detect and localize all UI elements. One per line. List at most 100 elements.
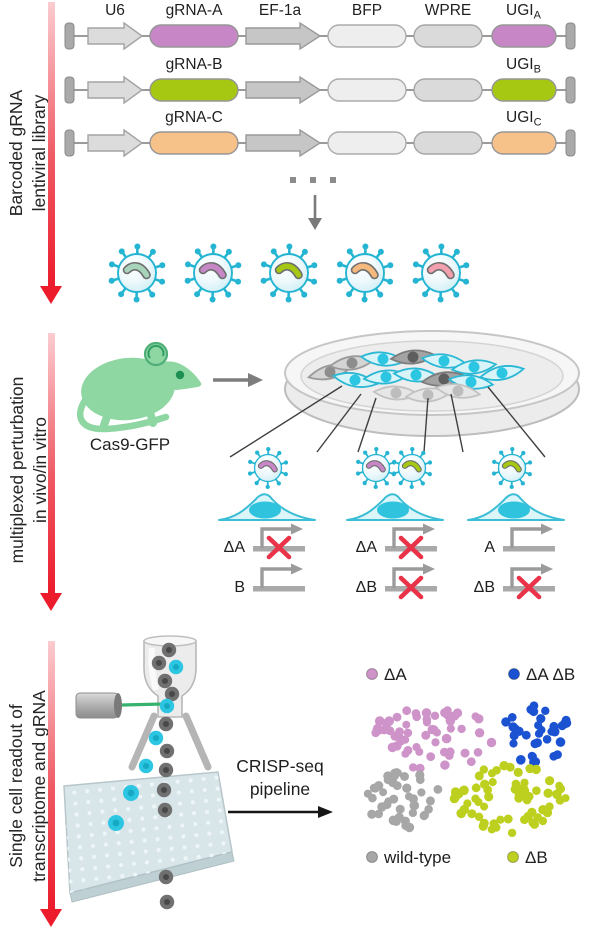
grna-label: gRNA-B <box>166 56 223 73</box>
ugi-label: UGIB <box>506 56 541 76</box>
cluster-dot <box>509 730 519 741</box>
promoter-bent-arrow <box>510 567 542 588</box>
virus-particle <box>184 243 242 303</box>
cluster-dot <box>463 799 472 808</box>
pipeline-label-line1: CRISP-seq <box>236 756 324 776</box>
virus-spike-tip <box>277 450 282 456</box>
virus-particle <box>412 243 470 303</box>
virus-spike-tip <box>509 484 514 489</box>
virus-spike-tip <box>363 450 368 455</box>
cluster-dot <box>408 763 418 772</box>
sorted-cells <box>108 642 184 910</box>
zoom-line <box>316 393 362 453</box>
cluster-dot <box>430 711 440 720</box>
gene-locus: ΔB <box>356 563 437 600</box>
sorted-cell-gray <box>158 762 174 778</box>
virus-spike-tip <box>260 261 267 268</box>
wpre-label: WPRE <box>425 2 472 19</box>
virus-spike-tip <box>510 447 515 452</box>
virus-spike-tip <box>385 450 390 456</box>
legend-label: ΔB <box>525 848 548 867</box>
grna-capsule <box>149 131 239 155</box>
construct-row: gRNA-B UGIB <box>64 56 576 105</box>
ugi-label-main: UGI <box>506 109 534 126</box>
cluster-dot <box>536 714 546 724</box>
cell-inner <box>163 747 171 755</box>
virus-capsid <box>117 253 157 293</box>
perturbed-cell-column: AΔB <box>467 447 565 600</box>
sorter-leg-left <box>128 712 158 771</box>
cluster-dot <box>473 748 483 757</box>
cluster-dot <box>402 706 412 716</box>
virus-capsid <box>193 253 233 293</box>
mouse-ear-inner <box>147 345 165 359</box>
virus-spike-tip <box>149 248 156 255</box>
sorted-cell-gray <box>161 642 177 658</box>
cluster-dot <box>411 709 421 718</box>
dish-cell-nucleus <box>390 387 402 399</box>
virus-spike-tip <box>225 248 232 255</box>
dish-cell-nucleus <box>380 371 392 383</box>
virus-spike-tip <box>134 243 141 250</box>
gene-locus: B <box>234 563 305 596</box>
cluster-dot <box>479 765 488 774</box>
cluster-dot <box>509 739 518 748</box>
gene-label: ΔA <box>356 539 378 556</box>
cluster-dot <box>367 809 377 819</box>
cluster-dot <box>402 783 412 793</box>
cluster-dot <box>538 816 548 826</box>
cluster-dot <box>395 727 404 736</box>
ef1a-promoter-arrow <box>245 128 322 158</box>
ugi-label-main: UGI <box>506 2 534 19</box>
virus-spike-tip <box>521 450 526 456</box>
cluster-dot <box>514 793 524 803</box>
cluster-dot <box>363 789 372 798</box>
cluster-dot <box>471 783 481 793</box>
cluster-dot <box>404 822 415 833</box>
arrow-head <box>318 806 333 818</box>
legend-label: ΔA ΔB <box>526 665 575 684</box>
arrow-head <box>248 373 263 387</box>
virus-spike-tip <box>346 291 353 298</box>
cluster-dot <box>433 785 443 794</box>
cluster-dot <box>441 733 452 744</box>
virus-spike-tip <box>498 480 503 486</box>
virus-spike-tip <box>194 248 201 255</box>
ellipsis-dot <box>310 177 316 183</box>
virus-spike-tip <box>311 278 318 285</box>
terminator-cap <box>565 76 576 104</box>
cluster-dot <box>503 814 513 824</box>
sorted-cell-gray <box>157 802 173 818</box>
virus-spike-tip <box>492 459 497 465</box>
cluster-dot <box>379 788 388 797</box>
virus-capsid <box>269 253 309 293</box>
cell-inner <box>162 766 170 774</box>
cluster-dot <box>415 770 425 780</box>
sorted-cell-cyan <box>159 698 175 714</box>
cluster-dot <box>484 792 494 802</box>
virus-spike-tip <box>283 460 289 465</box>
virus-spike-tip <box>285 296 292 303</box>
virus-spike-tip <box>373 484 378 489</box>
ellipsis-dot <box>330 177 336 183</box>
virus-spike-tip <box>491 471 497 476</box>
cluster-dot <box>507 828 517 838</box>
ef1a-promoter-arrow <box>245 21 322 51</box>
cell-cluster: ΔB <box>449 761 570 867</box>
mouse-to-dish-arrow <box>213 373 263 387</box>
laser-lens <box>114 693 122 718</box>
library-ellipsis <box>290 177 336 183</box>
virus-spike-tip <box>255 450 260 455</box>
legend-label: ΔA <box>384 665 407 684</box>
cluster-dot <box>501 717 511 727</box>
virus-spike-tip <box>427 460 433 465</box>
adherent-cell <box>218 493 316 521</box>
sorter-highlight <box>148 647 159 691</box>
virus-rna <box>428 263 454 278</box>
virus-spike-tip <box>399 450 404 455</box>
cluster-dot <box>459 785 469 796</box>
